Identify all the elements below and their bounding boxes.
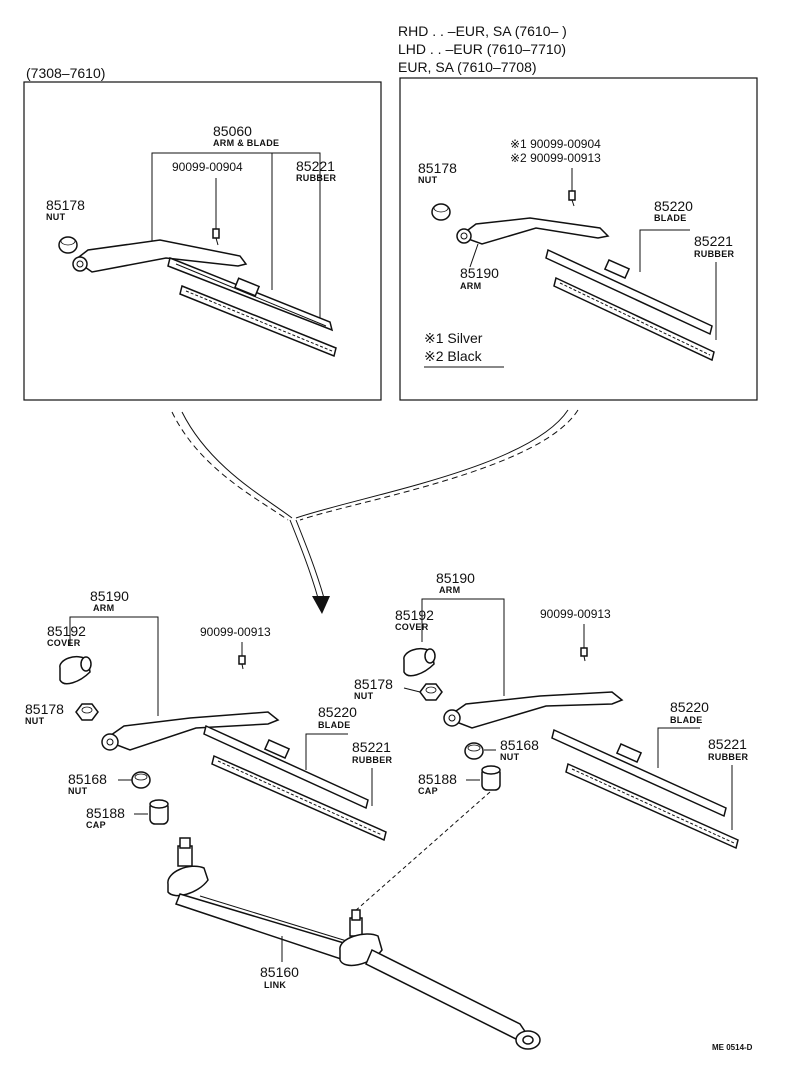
ll-cover-number: 85192: [47, 623, 86, 639]
lr-blade-name: BLADE: [670, 715, 703, 725]
ll-nut1-number: 85178: [25, 701, 64, 717]
lr-nut1-name: NUT: [354, 691, 374, 701]
bolt-icon: [568, 190, 576, 207]
wiper-arm-icon: [456, 217, 610, 245]
pivot-icon: [167, 837, 209, 897]
ll-cap-number: 85188: [86, 805, 125, 821]
left-variant-box: 85060 ARM & BLADE 90099-00904 85221 RUBB…: [23, 81, 382, 401]
link-assembly: 85160 LINK: [167, 791, 541, 1050]
nut-icon: [419, 683, 443, 701]
wiper-rubber-icon: [565, 762, 739, 850]
wiper-rubber-icon: [553, 276, 715, 362]
right-variant-box: ※1 90099-00904 ※2 90099-00913 85178 NUT …: [399, 77, 758, 401]
legend-black: ※2 Black: [424, 348, 483, 364]
wiper-blade-icon: [545, 248, 713, 336]
nut-icon: [131, 771, 151, 789]
lr-bolt-number: 90099-00913: [540, 607, 611, 621]
nut-icon: [75, 703, 99, 721]
right-rubber-number: 85221: [694, 233, 733, 249]
cap-icon: [149, 799, 169, 825]
wiper-blade-icon: [203, 724, 369, 810]
bolt-icon: [212, 228, 220, 246]
left-bolt-number: 90099-00904: [172, 160, 243, 174]
ll-bolt-number: 90099-00913: [200, 625, 271, 639]
nut-icon: [58, 236, 78, 254]
cover-icon: [59, 656, 92, 685]
ll-blade-number: 85220: [318, 704, 357, 720]
link-name: LINK: [264, 980, 286, 990]
right-nut-name: NUT: [418, 175, 438, 185]
right-bolt2-label: ※2 90099-00913: [510, 151, 601, 165]
wiper-rubber-icon: [179, 284, 337, 358]
ll-cap-name: CAP: [86, 820, 106, 830]
lr-rubber-number: 85221: [708, 736, 747, 752]
wiper-arm-icon: [101, 711, 280, 751]
right-blade-number: 85220: [654, 198, 693, 214]
link-number: 85160: [260, 964, 299, 980]
rod-end-icon: [515, 1030, 541, 1050]
ll-nut2-name: NUT: [68, 786, 88, 796]
lr-rubber-name: RUBBER: [708, 752, 749, 762]
right-nut-number: 85178: [418, 160, 457, 176]
lr-blade-number: 85220: [670, 699, 709, 715]
wiper-arm-icon: [72, 239, 248, 273]
legend-silver: ※1 Silver: [424, 330, 483, 346]
lower-right-assembly: 85190 ARM 85192 COVER 90099-00913 85178 …: [354, 570, 749, 850]
wiper-blade-icon: [551, 728, 727, 818]
right-bolt1-label: ※1 90099-00904: [510, 137, 601, 151]
ll-cover-name: COVER: [47, 638, 81, 648]
right-header-line1: RHD . . –EUR, SA (7610– ): [398, 23, 567, 39]
lr-nut2-number: 85168: [500, 737, 539, 753]
bolt-icon: [238, 655, 246, 670]
ll-rubber-name: RUBBER: [352, 755, 393, 765]
right-arm-number: 85190: [460, 265, 499, 281]
right-header-line3: EUR, SA (7610–7708): [398, 59, 537, 75]
right-blade-name: BLADE: [654, 213, 687, 223]
converging-arrows: [171, 409, 579, 614]
nut-icon: [431, 203, 451, 221]
right-rubber-name: RUBBER: [694, 249, 735, 259]
right-arm-name: ARM: [460, 281, 481, 291]
lr-cover-number: 85192: [395, 607, 434, 623]
left-range-label: (7308–7610): [26, 65, 105, 81]
ll-nut1-name: NUT: [25, 716, 45, 726]
lr-nut2-name: NUT: [500, 752, 520, 762]
ll-nut2-number: 85168: [68, 771, 107, 787]
ll-rubber-number: 85221: [352, 739, 391, 755]
ll-blade-name: BLADE: [318, 720, 351, 730]
wiper-arm-icon: [443, 691, 624, 729]
lr-cap-name: CAP: [418, 786, 438, 796]
left-rubber-name: RUBBER: [296, 173, 337, 183]
ll-arm-name: ARM: [93, 603, 114, 613]
left-nut-number: 85178: [46, 197, 85, 213]
lower-left-assembly: 85190 ARM 85192 COVER 90099-00913 85178 …: [25, 588, 393, 842]
right-header-line2: LHD . . –EUR (7610–7710): [398, 41, 566, 57]
cover-icon: [403, 648, 436, 677]
lr-arm-number: 85190: [436, 570, 475, 586]
lr-cap-number: 85188: [418, 771, 457, 787]
left-arm-blade-name: ARM & BLADE: [213, 138, 279, 148]
ll-arm-number: 85190: [90, 588, 129, 604]
left-nut-name: NUT: [46, 212, 66, 222]
lr-arm-name: ARM: [439, 585, 460, 595]
wiper-blade-icon: [167, 256, 334, 332]
wiper-rubber-icon: [211, 754, 387, 842]
bolt-icon: [580, 647, 588, 662]
lr-cover-name: COVER: [395, 622, 429, 632]
cap-icon: [481, 765, 501, 791]
figure-code: ME 0514-D: [712, 1043, 753, 1052]
left-arm-blade-number: 85060: [213, 123, 252, 139]
left-rubber-number: 85221: [296, 158, 335, 174]
lr-nut1-number: 85178: [354, 676, 393, 692]
nut-icon: [464, 742, 484, 760]
